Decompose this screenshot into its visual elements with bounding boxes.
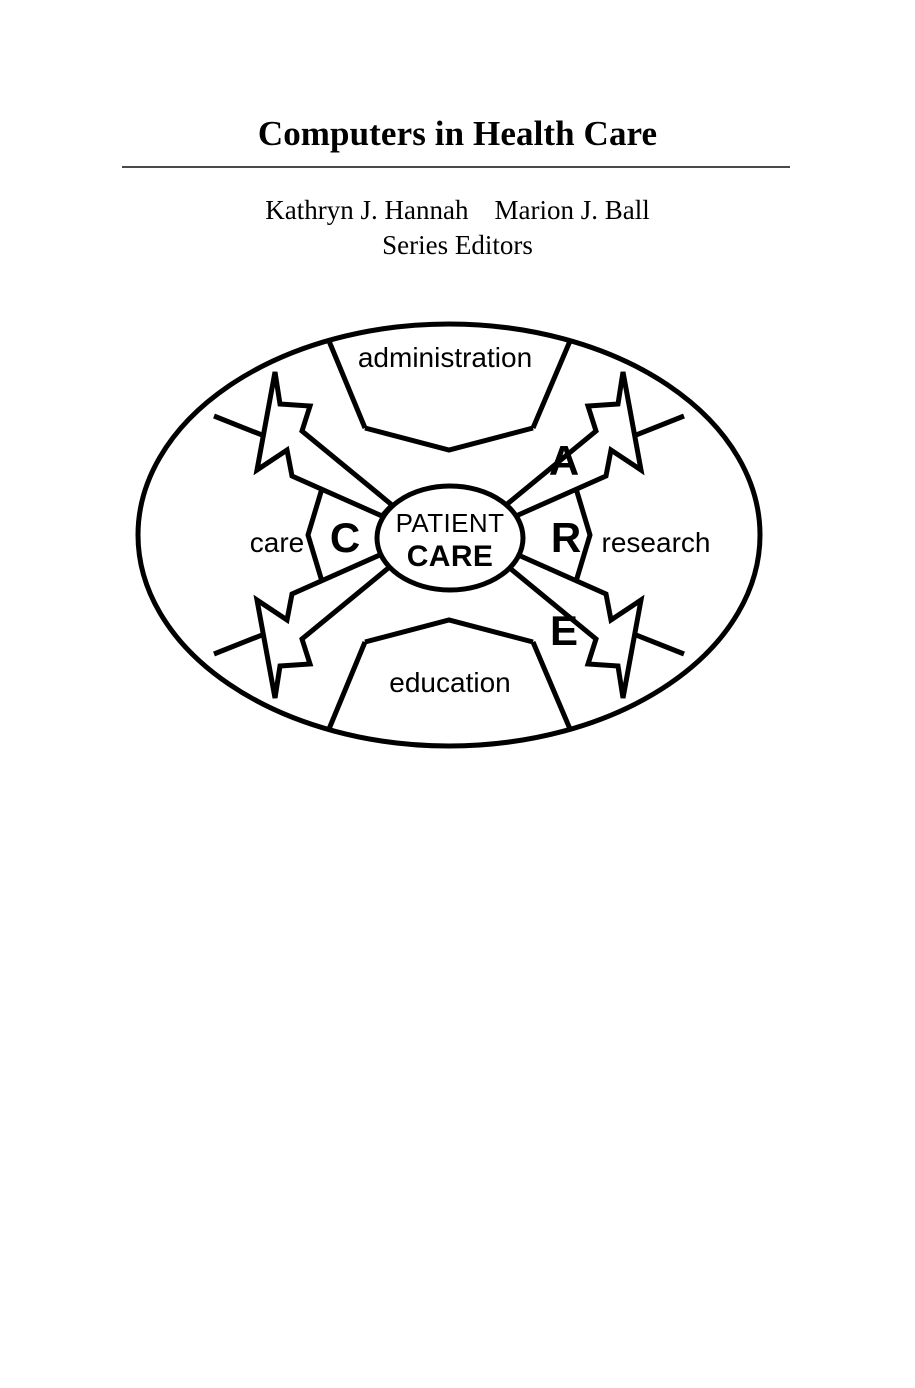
sector-label-care: care (250, 527, 304, 558)
acronym-letter-r: R (551, 514, 581, 561)
divider-bottom-right (530, 641, 573, 730)
editor-name-one: Kathryn J. Hannah (265, 195, 469, 225)
acronym-letter-e: E (550, 607, 578, 654)
divider-bottom-left (326, 641, 368, 730)
care-wheel-svg: PATIENT CARE A C R E administration rese… (135, 321, 763, 749)
sector-label-research: research (602, 527, 711, 558)
hub-label-line-two: CARE (407, 540, 494, 573)
series-editors-names: Kathryn J. Hannah Marion J. Ball (0, 193, 915, 227)
arrow-southwest (253, 550, 396, 699)
arrow-northeast (502, 371, 645, 520)
sector-label-education: education (389, 667, 510, 698)
title-divider-rule (122, 166, 790, 168)
divider-top-right (530, 340, 573, 429)
acronym-letter-a: A (549, 437, 579, 484)
notch-bottom (364, 617, 534, 645)
arrow-northwest (253, 371, 396, 520)
series-editors-role: Series Editors (382, 230, 533, 260)
notch-top (364, 425, 534, 453)
hub-ellipse (374, 483, 526, 593)
editor-name-two: Marion J. Ball (494, 195, 650, 225)
sector-label-administration: administration (358, 342, 532, 373)
outer-ellipse (135, 321, 763, 749)
series-title: Computers in Health Care (257, 114, 658, 153)
care-wheel-figure: PATIENT CARE A C R E administration rese… (120, 300, 795, 770)
arrow-southeast (502, 550, 645, 699)
divider-top-left (326, 340, 368, 429)
hub-label-line-one: PATIENT (396, 508, 505, 538)
acronym-letter-c: C (330, 514, 360, 561)
radiating-arrows (253, 371, 645, 699)
